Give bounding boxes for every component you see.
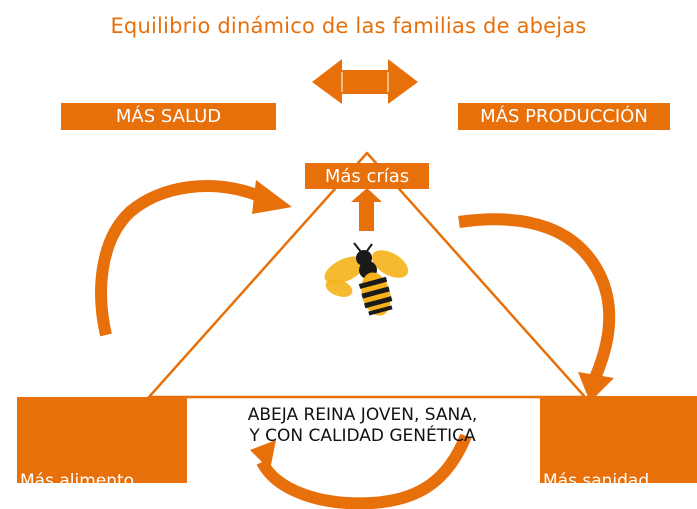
mas-salud-label: MÁS SALUD xyxy=(61,103,276,130)
mas-produccion-label: MÁS PRODUCCIÓN xyxy=(458,103,670,130)
triangle-outline xyxy=(147,151,587,399)
up-arrow-icon xyxy=(351,188,382,231)
left-corner-box xyxy=(17,397,187,483)
mas-crias-label: Más crías xyxy=(305,163,429,189)
right-curved-arrow xyxy=(458,213,616,402)
queen-line-1: ABEJA REINA JOVEN, SANA, xyxy=(247,405,478,425)
left-corner-label: Más alimento xyxy=(20,471,135,483)
left-curved-arrow xyxy=(95,180,292,337)
bee-icon xyxy=(324,242,409,316)
queen-bee-label: ABEJA REINA JOVEN, SANA, Y CON CALIDAD G… xyxy=(190,405,535,447)
diagram-title: Equilibrio dinámico de las familias de a… xyxy=(110,14,587,38)
right-corner-label: Más sanidad xyxy=(543,471,650,483)
queen-line-2: Y CON CALIDAD GENÉTICA xyxy=(249,426,476,446)
bottom-curved-arrow xyxy=(250,433,472,509)
double-arrow-icon xyxy=(312,59,418,104)
right-corner-box xyxy=(540,396,697,483)
